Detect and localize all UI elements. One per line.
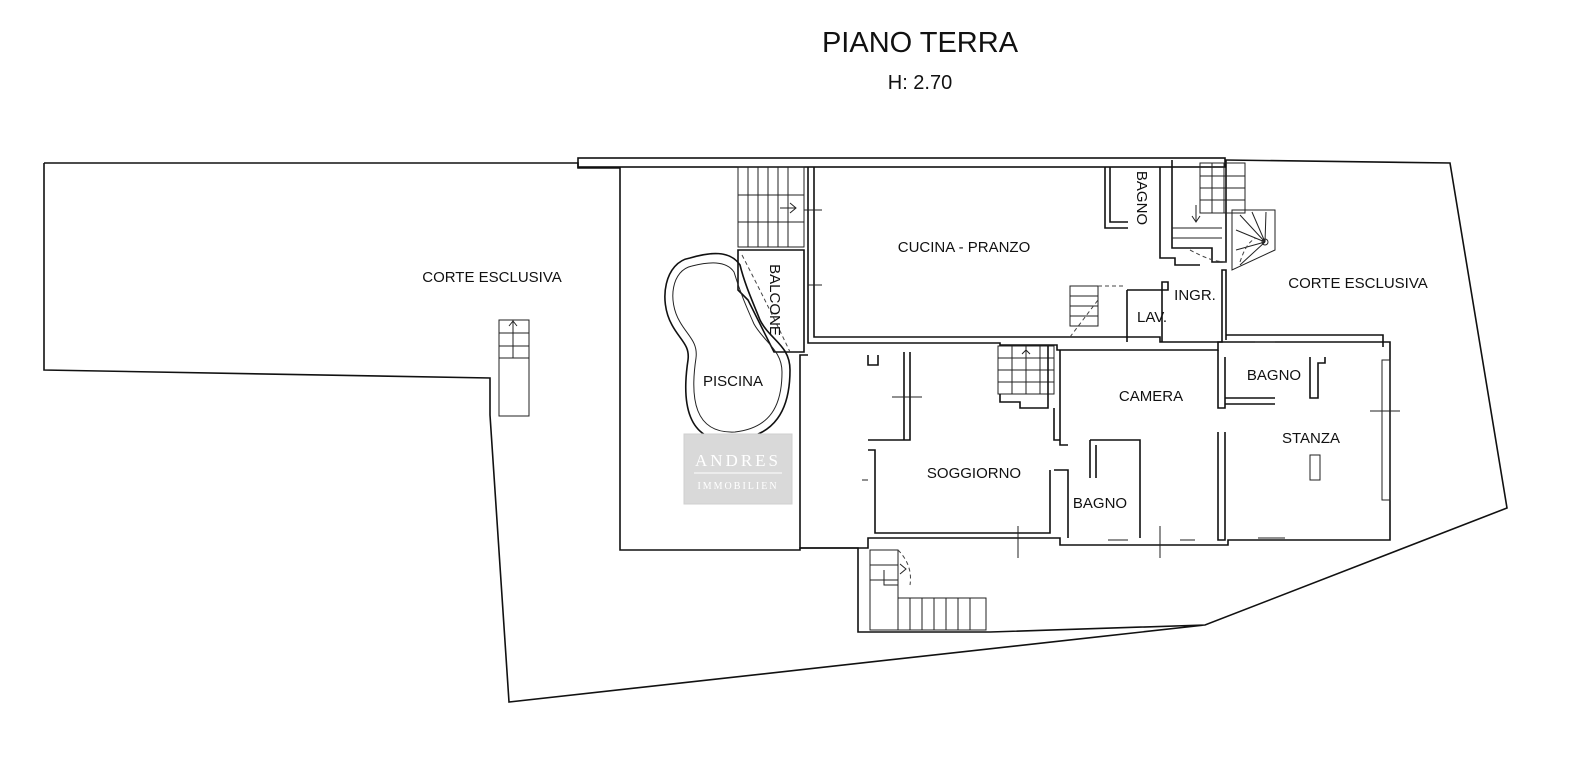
watermark-line2: IMMOBILIEN — [697, 481, 778, 492]
camera-label: CAMERA — [1119, 388, 1183, 405]
central-stairs — [997, 345, 1055, 409]
bagno-top-label: BAGNO — [1133, 171, 1150, 225]
north-stairs — [737, 166, 822, 248]
north-boundary-wall — [577, 157, 1226, 168]
building-outline — [799, 167, 1391, 549]
lav-walls — [1126, 281, 1169, 342]
pool-inner-outline — [672, 262, 783, 433]
corte-west-label: CORTE ESCLUSIVA — [422, 269, 561, 286]
balcone-outline — [737, 249, 805, 353]
soggiorno-walls — [867, 352, 1051, 534]
building-inner-outline — [813, 167, 1384, 347]
west-court-stairs — [498, 319, 530, 417]
corte-east-label: CORTE ESCLUSIVA — [1288, 275, 1427, 292]
stanza-fixture — [1309, 454, 1321, 481]
stanza-label: STANZA — [1282, 430, 1340, 447]
ingr-label: INGR. — [1174, 287, 1216, 304]
bagno-top-walls — [1104, 167, 1200, 266]
camera-walls — [1053, 350, 1141, 538]
ceiling-height-label: H: 2.70 — [888, 72, 952, 94]
cucina-pranzo-label: CUCINA - PRANZO — [898, 239, 1031, 256]
south-stairs — [869, 549, 987, 631]
agency-watermark: ANDRES IMMOBILIEN — [683, 433, 793, 505]
pool-outline — [664, 252, 791, 442]
bagno-right-label: BAGNO — [1247, 367, 1301, 384]
stanza-walls — [1217, 350, 1326, 541]
internal-stairs-lav — [1069, 285, 1125, 338]
lav-label: LAV. — [1137, 309, 1167, 326]
piscina-label: PISCINA — [703, 373, 763, 390]
plan-title: PIANO TERRA — [822, 27, 1019, 59]
spiral-staircase — [1231, 209, 1276, 271]
entrance-stairs — [1171, 160, 1246, 263]
soggiorno-label: SOGGIORNO — [927, 465, 1021, 482]
bagno-mid-label: BAGNO — [1073, 495, 1127, 512]
balcone-label: BALCONE — [766, 264, 783, 336]
watermark-line1: ANDRES — [695, 451, 781, 470]
